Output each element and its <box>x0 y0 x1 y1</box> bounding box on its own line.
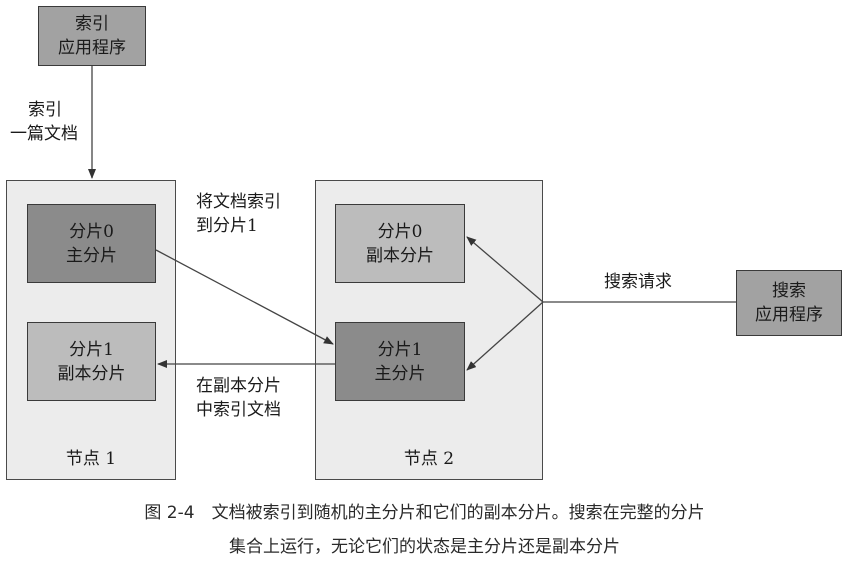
route-to-shard1-label: 将文档索引 到分片1 <box>196 190 281 238</box>
figure-caption-line1: 图 2-4 文档被索引到随机的主分片和它们的副本分片。搜索在完整的分片 <box>144 503 705 523</box>
node2-shard1-line1: 分片1 <box>377 339 423 360</box>
index-application-line1: 索引 <box>75 14 109 34</box>
node1-shard1-line2: 副本分片 <box>57 363 126 384</box>
node2-shard1-primary: 分片1 主分片 <box>335 322 465 401</box>
search-request-label: 搜索请求 <box>604 272 672 292</box>
node1-shard1-line1: 分片1 <box>69 339 114 360</box>
figure-caption-line2: 集合上运行，无论它们的状态是主分片还是副本分片 <box>229 537 620 557</box>
index-document-label: 索引 一篇文档 <box>10 98 78 146</box>
arrow-search-to-shard1 <box>466 301 544 371</box>
arrow-search-to-shard0 <box>466 236 544 303</box>
node2-shard0-replica: 分片0 副本分片 <box>335 204 465 283</box>
node-2-label: 节点 2 <box>403 449 455 469</box>
replicate-label: 在副本分片 中索引文档 <box>196 374 281 422</box>
index-document-label-line1: 索引 <box>28 100 62 120</box>
route-label-line1: 将文档索引 <box>196 192 281 212</box>
node1-shard1-replica: 分片1 副本分片 <box>27 322 156 401</box>
node2-shard1-line2: 主分片 <box>374 363 426 384</box>
node1-shard0-line1: 分片0 <box>69 221 114 242</box>
node-1-label: 节点 1 <box>65 449 117 469</box>
search-application-line1: 搜索 <box>772 281 806 301</box>
node1-shard0-primary: 分片0 主分片 <box>27 204 156 283</box>
search-application-line2: 应用程序 <box>755 305 823 325</box>
search-application-box: 搜索 应用程序 <box>736 270 842 336</box>
index-document-label-line2: 一篇文档 <box>10 124 78 144</box>
route-label-line2: 到分片1 <box>196 216 258 236</box>
node2-shard0-line1: 分片0 <box>377 221 423 242</box>
index-application-box: 索引 应用程序 <box>38 6 146 66</box>
arrow-route-to-shard1 <box>155 249 334 345</box>
index-application-line2: 应用程序 <box>58 38 126 58</box>
node2-shard0-line2: 副本分片 <box>366 245 434 266</box>
replicate-label-line1: 在副本分片 <box>196 376 281 396</box>
node1-shard0-line2: 主分片 <box>66 245 117 266</box>
replicate-label-line2: 中索引文档 <box>196 400 281 420</box>
